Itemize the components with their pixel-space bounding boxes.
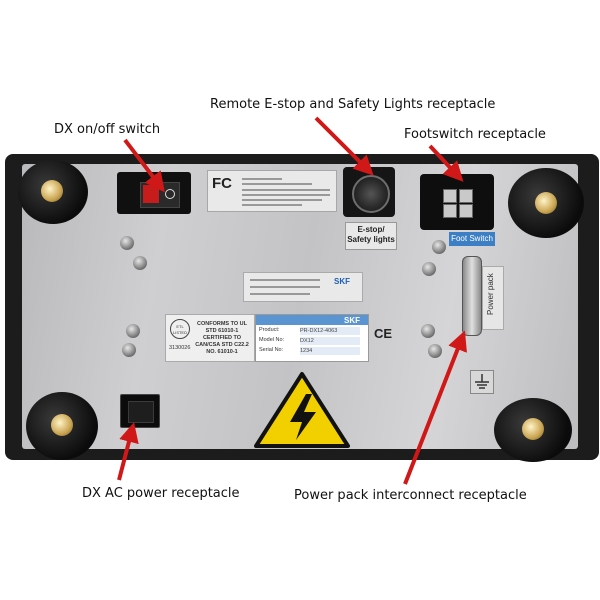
screw [133,256,147,270]
estop-connector-ring [352,175,390,213]
callout-power-pack-receptacle: Power pack interconnect receptacle [294,488,527,503]
fine-print [242,183,312,185]
skf-logo: SKF [334,277,350,286]
rubber-foot-bottom-left [26,392,98,460]
fine-print [250,286,320,288]
footswitch-pin [459,204,473,218]
fine-print [250,293,310,295]
ground-icon [470,370,494,394]
fine-print [242,199,322,201]
screw [421,324,435,338]
estop-receptacle[interactable] [343,167,395,217]
ce-mark: CE [374,326,393,341]
specs-label: SKF [243,272,363,302]
etl-listed-icon: ETL LISTED [170,319,190,339]
callout-ac-power-receptacle: DX AC power receptacle [82,486,240,501]
product-row-value: PR-DX12-4063 [300,327,360,335]
fcc-logo: FC [212,175,232,192]
fine-print [242,194,330,196]
footswitch-pin [443,204,457,218]
screw [122,343,136,357]
product-label: SKF Product: Model No: Serial No: PR-DX1… [255,314,369,362]
certification-text: CONFORMS TO UL STD 61010-1 CERTIFIED TO … [195,321,249,355]
high-voltage-warning-icon [254,372,350,448]
rubber-foot-top-right [508,168,584,238]
rubber-foot-top-left [18,160,88,224]
foot-bolt [51,414,73,436]
fine-print [250,279,320,281]
rocker-on-side [143,185,159,203]
estop-label: E-stop/ Safety lights [345,222,397,250]
footswitch-pin [443,189,457,203]
screw [422,262,436,276]
foot-bolt [535,192,557,214]
callout-estop-receptacle: Remote E-stop and Safety Lights receptac… [210,97,496,112]
screw [126,324,140,338]
fcc-compliance-label: FC [207,170,337,212]
callout-onoff-switch: DX on/off switch [54,122,161,137]
foot-bolt [41,180,63,202]
screw [428,344,442,358]
footswitch-pin [459,189,473,203]
footswitch-label: Foot Switch [449,232,495,246]
product-row-value: 1234 [300,347,360,355]
foot-bolt [522,418,544,440]
product-row-label: Serial No: [259,347,284,353]
ac-power-receptacle[interactable] [120,394,160,428]
fine-print [242,204,302,206]
iec-socket [128,401,154,423]
product-row-value: DX12 [300,337,360,345]
screw [120,236,134,250]
certification-label: ETL LISTED CONFORMS TO UL STD 61010-1 CE… [165,314,255,362]
skf-logo: SKF [344,316,360,325]
power-pack-label: Power pack [482,266,504,330]
rubber-foot-bottom-right [494,398,572,462]
product-label-band [256,315,368,325]
power-pack-receptacle[interactable] [462,256,482,336]
fine-print [242,178,282,180]
fine-print [242,189,330,191]
product-row-label: Model No: [259,337,285,343]
footswitch-receptacle[interactable] [420,174,494,230]
screw [432,240,446,254]
rocker-off-mark [165,189,175,199]
onoff-rocker-switch[interactable] [140,182,180,208]
callout-footswitch-receptacle: Footswitch receptacle [404,127,546,142]
product-row-label: Product: [259,327,280,333]
power-pack-label-text: Power pack [486,273,495,315]
certification-number: 3130026 [169,345,191,351]
